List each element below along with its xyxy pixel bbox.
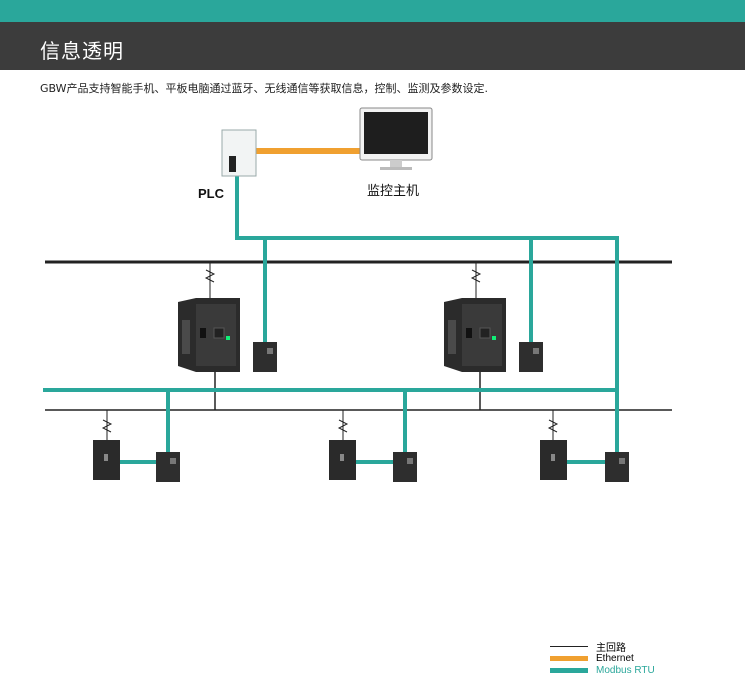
feeder-breaker-2	[329, 440, 356, 480]
legend-label: Modbus RTU	[596, 664, 655, 676]
plc-cabinet	[221, 129, 257, 177]
acb-comm-module-right	[519, 342, 543, 372]
legend-swatch-ethernet	[550, 655, 588, 661]
legend-item-ethernet: Ethernet	[550, 652, 655, 664]
acb-comm-module-left	[253, 342, 277, 372]
title-bar	[0, 22, 745, 70]
feeder-breaker-3	[540, 440, 567, 480]
legend-item-modbus: Modbus RTU	[550, 664, 655, 676]
acb-left	[178, 298, 240, 372]
page-title: 信息透明	[40, 39, 124, 63]
legend-swatch-modbus	[550, 667, 588, 673]
feeder-module-2	[393, 452, 417, 482]
monitor-label: 监控主机	[367, 184, 420, 199]
modbus-network	[43, 176, 619, 464]
intro-text: GBW产品支持智能手机、平板电脑通过蓝牙、无线通信等获取信息，控制、监测及参数设…	[40, 82, 489, 95]
feeder-module-1	[156, 452, 180, 482]
legend-swatch-main	[550, 645, 588, 647]
legend-label: Ethernet	[596, 652, 634, 664]
upper-bus-drops	[204, 262, 482, 298]
monitor-host	[359, 107, 433, 170]
plc-label: PLC	[198, 186, 224, 201]
acb-right	[444, 298, 506, 372]
feeder-breaker-1	[93, 440, 120, 480]
feeder-module-3	[605, 452, 629, 482]
lower-bus-drops	[101, 410, 559, 440]
legend-label: 主回路	[596, 642, 626, 654]
legend: 主回路 Ethernet Modbus RTU	[550, 640, 655, 676]
top-accent-bar	[0, 0, 745, 22]
legend-item-main-circuit: 主回路	[550, 640, 655, 654]
